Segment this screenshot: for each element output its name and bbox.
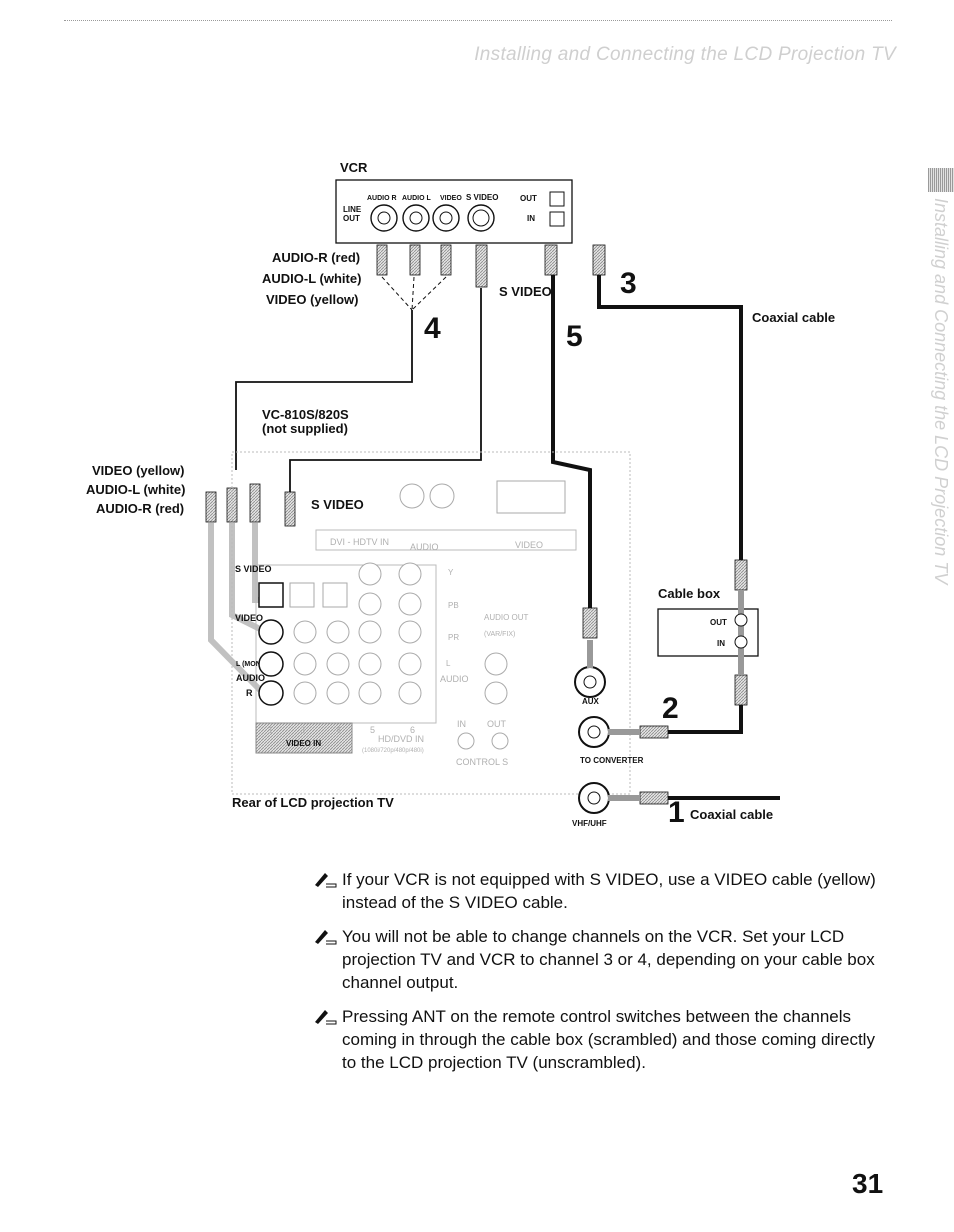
label-tv-audio-r-red: AUDIO-R (red) [96,501,184,516]
label-video-yellow: VIDEO (yellow) [266,292,358,307]
vcr-line-label: LINE [343,205,362,214]
panel-dvi-label: DVI - HDTV IN [330,537,389,547]
notes-section: If your VCR is not equipped with S VIDEO… [312,868,892,1085]
vcr-video-label: VIDEO [440,195,462,202]
panel-input-3: 3 [300,725,305,735]
label-tv-video-yellow: VIDEO (yellow) [92,463,184,478]
step-1: 1 [668,796,685,829]
vcr-audio-l-label: AUDIO L [402,195,432,202]
panel-input-5: 5 [370,725,375,735]
header-rule [64,20,892,21]
panel-control-out: OUT [487,719,507,729]
label-aux: AUX [582,697,600,706]
panel-hd-dvd-in: HD/DVD IN [378,734,424,744]
note-text: If your VCR is not equipped with S VIDEO… [342,870,876,912]
note-item: Pressing ANT on the remote control switc… [312,1005,892,1074]
vhf-uhf-jack [578,782,669,814]
note-item: If your VCR is not equipped with S VIDEO… [312,868,892,914]
label-audio-r-red: AUDIO-R (red) [272,250,360,265]
cable-box-out-label: OUT [710,618,727,627]
label-not-supplied: (not supplied) [262,421,348,436]
note-pencil-icon [315,930,337,945]
vcr-svideo-label: S VIDEO [466,193,498,202]
av-cable [235,276,447,470]
panel-dvi-port [496,480,566,514]
label-s-video-vcr: S VIDEO [499,284,552,299]
label-tv-s-video: S VIDEO [311,497,364,512]
coax-cable-2 [668,705,743,734]
panel-var-fix: (VAR/FIX) [484,631,515,638]
label-audio-l-white: AUDIO-L (white) [262,271,361,286]
panel-pr: PR [448,633,459,642]
label-cable-box: Cable box [658,586,721,601]
step-4: 4 [424,312,441,345]
step-5: 5 [566,320,583,353]
step-3: 3 [620,267,637,300]
panel-video-in: VIDEO IN [286,739,321,748]
panel-audio-side: AUDIO [236,673,265,683]
note-pencil-icon [315,1010,337,1025]
panel-video-jack: VIDEO [235,613,263,623]
panel-control-s: CONTROL S [456,757,508,767]
connection-diagram: VCR AUDIO R AUDIO L VIDEO S VIDEO LINE O… [86,160,835,829]
to-converter-jack [578,716,669,748]
running-header: Installing and Connecting the LCD Projec… [474,44,896,65]
panel-input-6: 6 [410,725,415,735]
side-tab-text: Installing and Connecting the LCD Projec… [931,198,951,585]
note-text: Pressing ANT on the remote control switc… [342,1007,875,1072]
vcr-ant-out-label: OUT [520,194,537,203]
page-number: 31 [852,1168,884,1199]
step-2: 2 [662,692,679,725]
vcr-audio-r-label: AUDIO R [367,195,397,202]
label-vhf-uhf: VHF/UHF [572,819,607,828]
label-to-converter: TO CONVERTER [580,756,644,765]
panel-audio2: AUDIO [440,674,469,684]
coax-cable-5 [551,275,592,610]
vcr-plugs [376,244,606,288]
panel-l-mono: L (MONO) [236,661,269,668]
panel-pb: PB [448,601,459,610]
note-item: You will not be able to change channels … [312,925,892,994]
panel-hd-sub: (1080i/720p/480p/480i) [362,748,424,754]
note-text: You will not be able to change channels … [342,927,875,992]
panel-r: R [246,688,253,698]
panel-audio-label: AUDIO [410,542,439,552]
panel-input-4: 4 [336,725,341,735]
label-coaxial-cable-bottom: Coaxial cable [690,807,773,822]
s-video-cable [289,288,482,492]
coax-cable-3 [597,275,743,565]
label-coaxial-cable-top: Coaxial cable [752,310,835,325]
panel-other-jacks [289,562,509,750]
panel-input-1: 1 [268,725,273,735]
label-tv-audio-l-white: AUDIO-L (white) [86,482,185,497]
tv-av-plugs [205,483,296,527]
vcr-label: VCR [340,160,368,175]
label-cable-model: VC-810S/820S [262,407,349,422]
tv-rear-panel: DVI - HDTV IN AUDIO VIDEO S VIDEO VIDEO … [231,451,631,795]
vcr-out-label: OUT [343,214,360,223]
panel-input1-jacks [258,582,284,706]
vcr-jacks [370,191,565,232]
panel-audio-out: AUDIO OUT [484,613,529,622]
section-tab-marker [928,168,954,192]
note-pencil-icon [315,873,337,888]
cable-box-in-label: IN [717,639,725,648]
panel-video-label: VIDEO [515,540,543,550]
label-rear-tv: Rear of LCD projection TV [232,795,394,810]
vcr-ant-in-label: IN [527,214,535,223]
panel-y: Y [448,568,454,577]
panel-l: L [446,659,451,668]
cable-box-connectors [734,559,748,706]
panel-control-in: IN [457,719,466,729]
aux-jack [574,607,606,698]
panel-s-video: S VIDEO [235,564,272,574]
